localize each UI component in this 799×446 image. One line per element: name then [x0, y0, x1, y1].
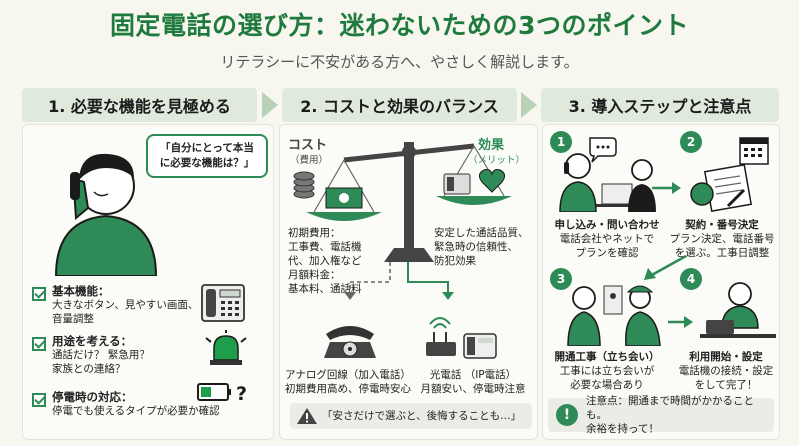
step-line-1: 電話会社やネットで	[559, 233, 655, 245]
person-on-phone-illustration	[54, 153, 158, 276]
cost-line: 工事費、電話機	[288, 241, 362, 253]
effect-line: 安定した通話品質、	[434, 227, 529, 239]
step-line-2: をして完了！	[694, 379, 758, 391]
step-line-1: 電話機の接続・設定	[678, 365, 774, 377]
cost-label: コスト	[288, 138, 328, 153]
arrow-down-left-icon	[644, 254, 687, 280]
cost-sub-label: （費用）	[290, 155, 329, 166]
desk-phone-icon	[201, 284, 245, 322]
arrow-right-icon	[668, 316, 693, 328]
effect-sub-label: （メリット）	[468, 155, 526, 166]
cost-warning-box: 「安さだけで選ぶと、後悔することも…」	[290, 403, 532, 429]
rotary-phone-icon	[324, 326, 376, 358]
hikari-option: 光電話 （IP電話） 月額安い、停電時注意	[418, 368, 528, 396]
arrow-right-icon	[262, 92, 278, 118]
step-line-2: を選ぶ。工事日調整	[674, 247, 770, 259]
feature-item-basic: 基本機能： 大きなボタン、見やすい画面、 音量調整	[52, 284, 202, 326]
feature-line-1: 停電でも使えるタイプが必要か確認	[52, 405, 220, 417]
step-title: 開通工事（立ち会い）	[554, 351, 660, 363]
step-line-1: 工事には立ち会いが	[559, 365, 655, 377]
step-2: 契約・番号決定 プラン決定、電話番号 を選ぶ。工事日調整	[666, 218, 778, 260]
fiber-router-phone-icon	[426, 317, 497, 359]
cost-line: 初期費用：	[288, 227, 341, 239]
effect-details: 安定した通話品質、 緊急時の信頼性、 防犯効果	[434, 226, 534, 268]
step-number-badge: 2	[680, 131, 702, 153]
bubble-line-1: 「自分にとって本当	[160, 142, 254, 154]
alarm-light-icon	[205, 330, 247, 365]
bubble-line-2: に必要な機能は？」	[159, 157, 255, 169]
feature-item-usage: 用途を考える： 通話だけ？ 緊急用？ 家族との連絡？	[52, 334, 202, 376]
note-text: 注意点：開通まで時間がかかることも。 余裕を持って！	[586, 394, 774, 436]
section-header-3: 3. 導入ステップと注意点	[541, 88, 779, 122]
section-header-2: 2. コストと効果のバランス	[282, 88, 517, 122]
page-title: 固定電話の選び方：迷わないための3つのポイント	[110, 11, 689, 40]
cost-line: 基本料、通話料	[288, 283, 362, 295]
checkbox-icon	[32, 393, 46, 407]
step-number-badge: 1	[550, 131, 572, 153]
step-4: 利用開始・設定 電話機の接続・設定 をして完了！	[672, 350, 780, 392]
inquiry-illustration	[559, 137, 656, 212]
setup-complete-illustration	[700, 282, 776, 338]
feature-title: 基本機能：	[52, 284, 110, 298]
feature-line-2: 音量調整	[52, 313, 94, 325]
cost-line: 月額料金：	[288, 269, 341, 281]
balance-scale-illustration	[293, 142, 512, 262]
step-number-badge: 4	[680, 268, 702, 290]
checkbox-icon	[32, 337, 46, 351]
section-header-1: 1. 必要な機能を見極める	[22, 88, 257, 122]
step-title: 契約・番号決定	[685, 219, 759, 231]
effect-label: 効果	[478, 138, 505, 153]
step-line-2: 必要な場合あり	[570, 379, 644, 391]
step-title: 申し込み・問い合わせ	[554, 219, 660, 231]
step-line-2: プランを確認	[575, 247, 639, 259]
exclamation-icon: !	[556, 404, 578, 426]
feature-title: 停電時の対応：	[52, 390, 133, 404]
arrow-right-icon	[521, 92, 537, 118]
installation-illustration	[567, 285, 661, 346]
cost-line: 代、加入権など	[288, 255, 362, 267]
note-line-1: 注意点：開通まで時間がかかることも。	[586, 395, 754, 421]
checkbox-icon	[32, 287, 46, 301]
branch-arrows	[344, 262, 454, 300]
effect-line: 緊急時の信頼性、	[434, 241, 518, 253]
cost-details: 初期費用： 工事費、電話機 代、加入権など 月額料金： 基本料、通話料	[288, 226, 378, 296]
contract-illustration	[690, 137, 769, 213]
feature-title: 用途を考える：	[52, 334, 133, 348]
feature-line-2: 家族との連絡？	[52, 363, 126, 375]
note-line-2: 余裕を持って！	[586, 423, 659, 435]
analog-desc: 初期費用高め、停電時安心	[285, 383, 411, 395]
svg-text:?: ?	[236, 383, 247, 404]
low-battery-icon: ?	[197, 383, 247, 404]
analog-title: アナログ回線（加入電話）	[285, 369, 411, 381]
analog-option: アナログ回線（加入電話） 初期費用高め、停電時安心	[282, 368, 414, 396]
step-number-badge: 3	[550, 268, 572, 290]
hikari-title: 光電話 （IP電話）	[429, 369, 517, 381]
feature-line-1: 通話だけ？ 緊急用？	[52, 349, 150, 361]
hikari-desc: 月額安い、停電時注意	[420, 383, 526, 395]
step-line-1: プラン決定、電話番号	[669, 233, 775, 245]
warning-text: 「安さだけで選ぶと、後悔することも…」	[322, 410, 522, 422]
feature-line-1: 大きなボタン、見やすい画面、	[52, 299, 199, 311]
arrow-right-icon	[652, 182, 681, 194]
feature-item-outage: 停電時の対応： 停電でも使えるタイプが必要か確認	[52, 390, 252, 418]
step-1: 申し込み・問い合わせ 電話会社やネットで プランを確認	[548, 218, 666, 260]
step-title: 利用開始・設定	[689, 351, 763, 363]
warning-icon	[297, 408, 317, 424]
note-box: ! 注意点：開通まで時間がかかることも。 余裕を持って！	[548, 395, 774, 435]
effect-line: 防犯効果	[434, 255, 476, 267]
speech-bubble: 「自分にとって本当 に必要な機能は？」	[146, 134, 268, 178]
page-subtitle: リテラシーに不安がある方へ、やさしく解説します。	[220, 53, 579, 71]
step-3: 開通工事（立ち会い） 工事には立ち会いが 必要な場合あり	[546, 350, 668, 392]
